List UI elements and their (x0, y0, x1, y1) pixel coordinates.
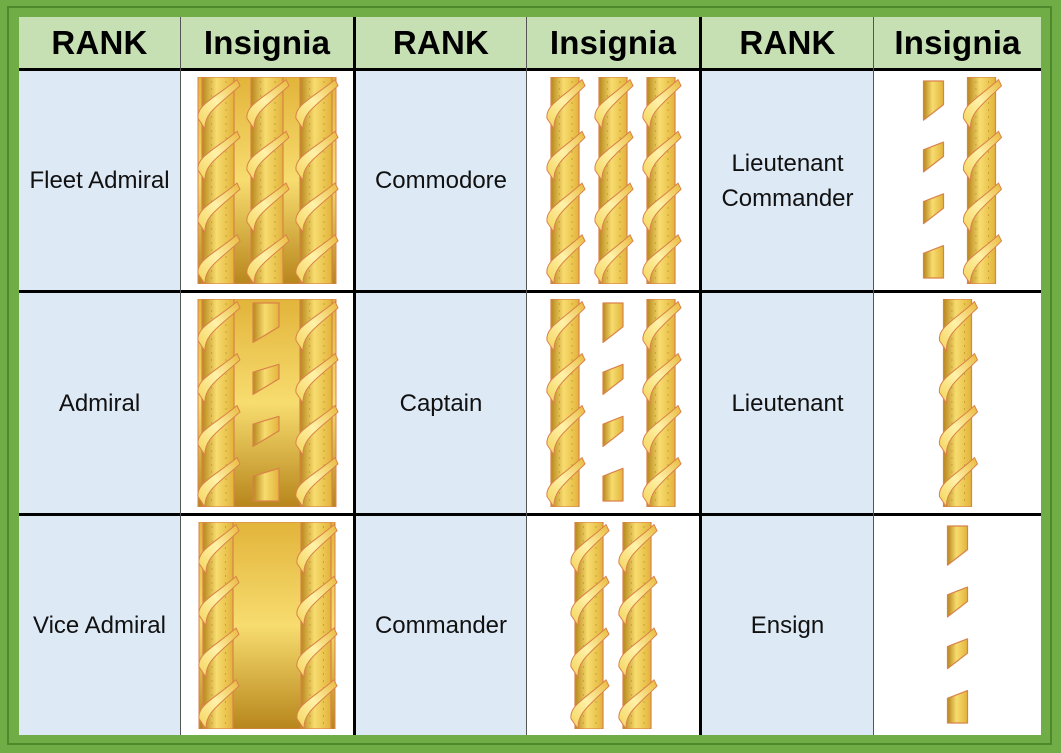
rank-cell: Commodore (356, 71, 526, 290)
lieutenant-insignia (874, 293, 1041, 513)
lieutenant-commander-insignia-icon (922, 77, 1003, 284)
commander-insignia (527, 516, 699, 735)
group-divider (353, 17, 356, 735)
header-rank-1: RANK (19, 17, 180, 69)
header-insignia-2: Insignia (527, 17, 699, 69)
commodore-insignia (527, 71, 699, 290)
commodore-insignia-icon (546, 77, 682, 284)
fleet-admiral-insignia (181, 71, 353, 290)
vice-admiral-insignia-icon (198, 522, 338, 729)
captain-insignia (527, 293, 699, 513)
rank-cell: Ensign (702, 516, 873, 735)
vice-admiral-insignia (181, 516, 353, 735)
rank-cell: Lieutenant Commander (702, 71, 873, 290)
rank-cell: Lieutenant (702, 293, 873, 513)
column-divider (526, 17, 527, 735)
header-insignia-3: Insignia (874, 17, 1041, 69)
rank-cell: Captain (356, 293, 526, 513)
rank-cell: Vice Admiral (19, 516, 180, 735)
lieutenant-insignia-icon (938, 299, 979, 507)
fleet-admiral-insignia-icon (197, 77, 339, 284)
ensign-insignia (874, 516, 1041, 735)
column-divider (180, 17, 181, 735)
admiral-insignia (181, 293, 353, 513)
frame-border (7, 6, 1052, 745)
lieutenant-commander-insignia (874, 71, 1041, 290)
commander-insignia-icon (570, 522, 658, 729)
ensign-insignia-icon (946, 525, 969, 724)
row-divider (19, 513, 1041, 516)
header-divider (19, 68, 1041, 71)
admiral-insignia-icon (197, 299, 339, 507)
header-rank-3: RANK (702, 17, 873, 69)
column-divider (873, 17, 874, 735)
rank-cell: Admiral (19, 293, 180, 513)
header-rank-2: RANK (356, 17, 526, 69)
rank-insignia-table: RANK Insignia RANK Insignia RANK Insigni… (19, 17, 1041, 735)
group-divider (699, 17, 702, 735)
rank-cell: Fleet Admiral (19, 71, 180, 290)
row-divider (19, 290, 1041, 293)
rank-cell: Commander (356, 516, 526, 735)
captain-insignia-icon (546, 299, 682, 507)
header-insignia-1: Insignia (181, 17, 353, 69)
